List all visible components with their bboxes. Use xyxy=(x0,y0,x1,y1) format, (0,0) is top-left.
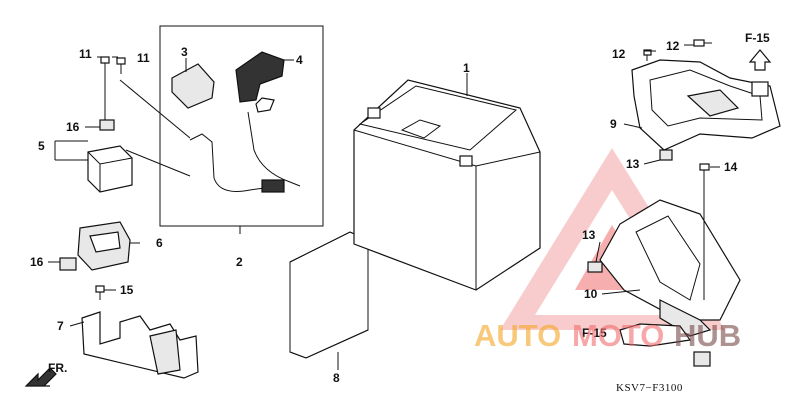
front-arrow-icon xyxy=(24,367,57,387)
f15-up-arrow-icon xyxy=(748,49,772,71)
holder-10 xyxy=(599,199,741,337)
callout-1: 1 xyxy=(463,61,470,75)
callout-12-left: 12 xyxy=(612,47,626,61)
ref-front: FR. xyxy=(48,361,67,375)
callout-4: 4 xyxy=(296,53,303,67)
watermark-part3: HUB xyxy=(674,318,741,353)
callout-11-left: 11 xyxy=(79,47,92,61)
screw-12-left xyxy=(643,49,652,61)
watermark-part1: AUTO xyxy=(474,318,561,353)
cable-harness-2 xyxy=(189,97,301,193)
watermark-text: AUTO MOTO HUB xyxy=(474,318,741,353)
clip-bottom-right xyxy=(693,351,711,367)
ref-f15-bottom: F-15 xyxy=(582,326,607,340)
battery-tray-9 xyxy=(631,59,781,151)
cover-3 xyxy=(171,63,215,109)
callout-7: 7 xyxy=(57,319,64,333)
callout-2: 2 xyxy=(236,255,243,269)
ref-f15-top: F-15 xyxy=(745,31,770,45)
callout-5: 5 xyxy=(38,139,45,153)
watermark-part2: MOTO xyxy=(572,318,664,353)
diagram-code: KSV7−F3100 xyxy=(616,382,683,394)
callout-13-lower: 13 xyxy=(582,228,596,242)
clip-bottom-cluster xyxy=(619,323,692,347)
callout-14: 14 xyxy=(724,160,738,174)
fuse-16-top xyxy=(99,119,115,131)
bolt-11-right xyxy=(116,57,126,74)
assembly-box-2 xyxy=(159,25,324,227)
terminal-cover-4 xyxy=(235,51,285,103)
screw-14 xyxy=(699,163,710,178)
callout-3: 3 xyxy=(181,45,188,59)
rubber-band-8 xyxy=(289,231,369,359)
bracket-7 xyxy=(81,311,199,379)
nut-13-lower xyxy=(587,261,603,273)
callout-6: 6 xyxy=(156,236,163,250)
callout-13-upper: 13 xyxy=(626,157,640,171)
screw-12-right xyxy=(693,39,712,47)
relay-5 xyxy=(87,145,133,193)
battery-1 xyxy=(353,79,541,291)
callout-15: 15 xyxy=(120,283,134,297)
callout-16-bottom: 16 xyxy=(30,255,44,269)
callout-8: 8 xyxy=(333,371,340,385)
fuse-16-bottom xyxy=(59,257,77,271)
callout-12-right: 12 xyxy=(666,39,680,53)
callout-11-right: 11 xyxy=(137,51,150,65)
callout-16-top: 16 xyxy=(66,120,80,134)
nut-13-upper xyxy=(659,149,673,161)
leader-lines xyxy=(48,44,720,370)
screw-15 xyxy=(95,285,105,300)
bolt-11-left xyxy=(100,56,110,75)
relay-holder-6 xyxy=(77,221,131,271)
callout-10: 10 xyxy=(584,287,598,301)
callout-9: 9 xyxy=(610,117,617,131)
